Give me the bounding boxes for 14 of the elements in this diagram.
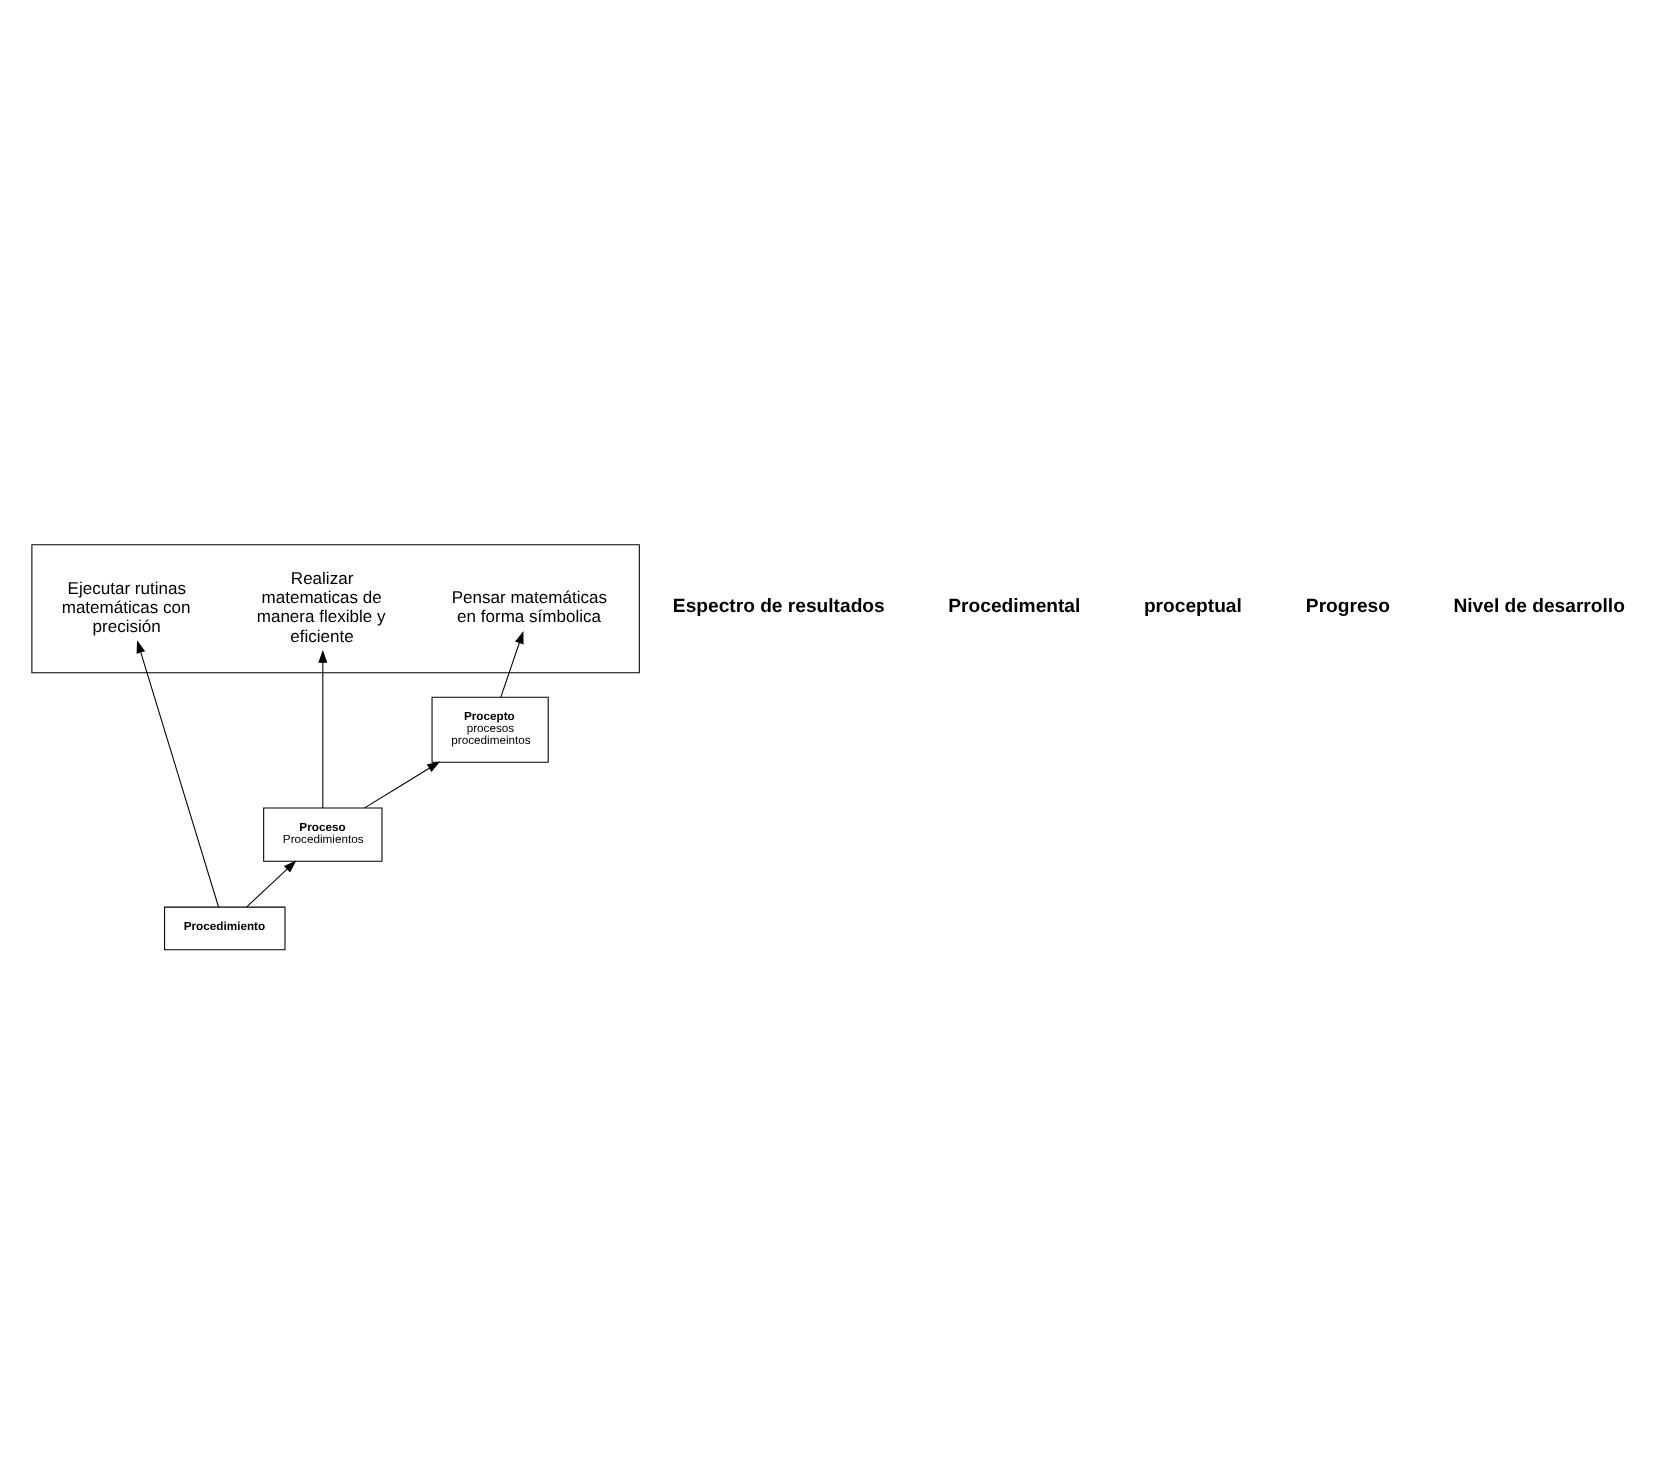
arrow [364,760,441,808]
node-text: Pensar matemáticas en forma símbolica [451,586,608,626]
arrow [246,859,297,907]
label: Nivel de desarrollo [1453,595,1625,618]
arrow [318,648,328,808]
node-text: Realizar matematicas de manera flexible y eficiente [256,567,386,645]
arrow [136,639,220,907]
label: proceptual [1143,595,1242,618]
cluster [31,543,640,673]
node-text: Ejecutar rutinas matemáticas con precisión [61,576,191,635]
label: Progreso [1305,595,1391,618]
label: Espectro de resultados [672,595,885,618]
arrow [500,629,524,697]
label: Procedimental [948,595,1081,618]
